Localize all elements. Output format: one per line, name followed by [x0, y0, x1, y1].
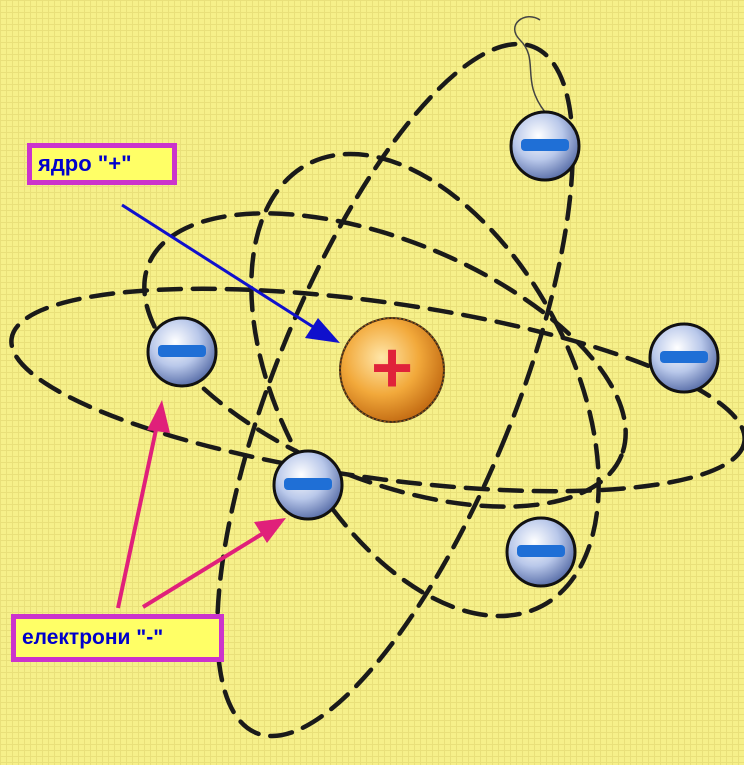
nucleus-label: ядро "+" — [27, 143, 177, 185]
nucleus: + — [339, 317, 445, 423]
electrons-label-text: електрони "-" — [22, 626, 164, 649]
squiggle-line — [514, 16, 546, 113]
electrons-label: електрони "-" — [11, 614, 224, 662]
electron-arrow-left — [116, 424, 159, 609]
electron — [648, 322, 720, 394]
nucleus-arrow — [121, 203, 319, 332]
electron — [505, 516, 577, 588]
electron-arrowhead-right — [254, 518, 286, 543]
nucleus-label-text: ядро "+" — [38, 151, 132, 176]
nucleus-arrowhead — [305, 318, 340, 343]
electron — [272, 449, 344, 521]
orbit-horizontal — [9, 286, 744, 494]
electron — [146, 316, 218, 388]
electron — [509, 110, 581, 182]
electron-arrow-right — [141, 532, 264, 609]
electron-arrowhead-left — [147, 400, 170, 433]
orbit-tall-left — [215, 41, 575, 739]
nucleus-plus-sign: + — [371, 328, 413, 408]
